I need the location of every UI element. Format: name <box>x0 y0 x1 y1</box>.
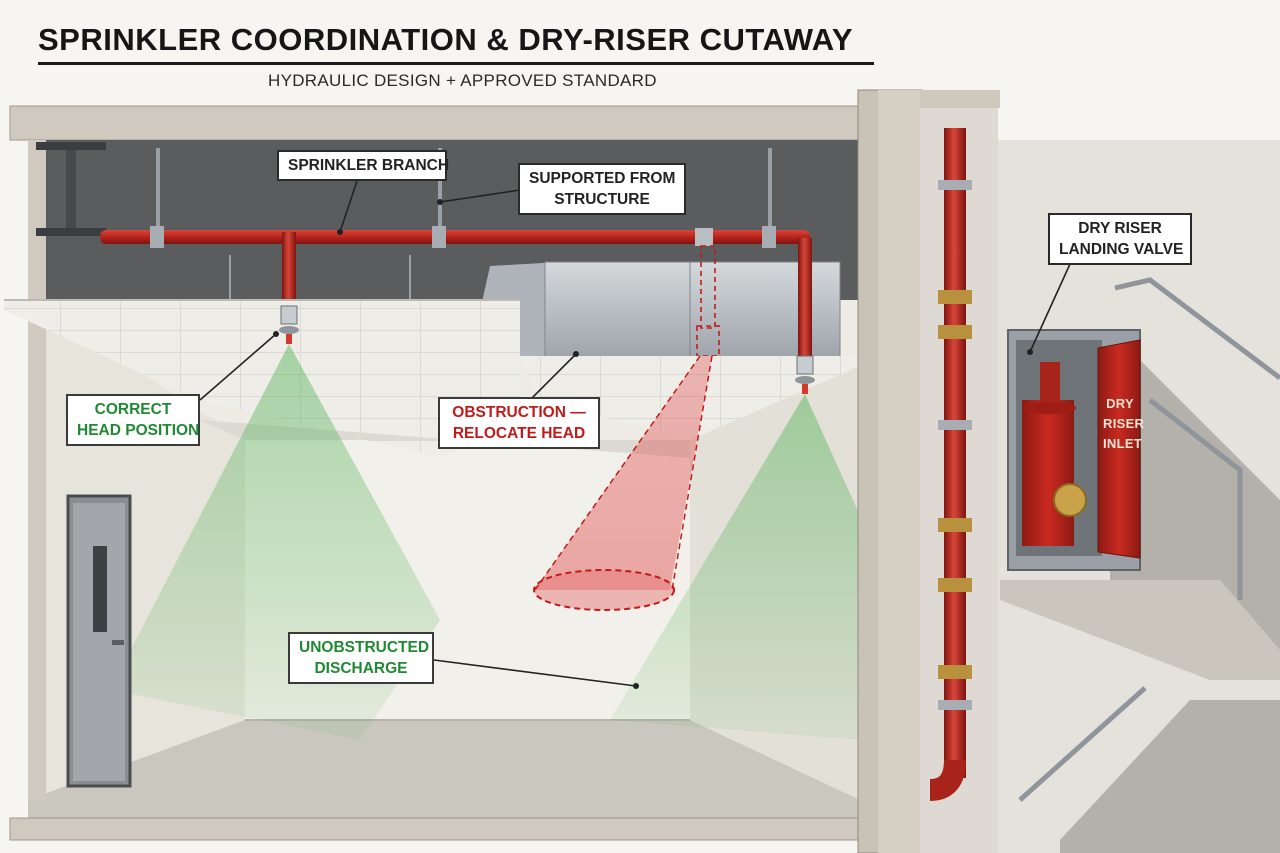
leader-dot-unobstructed <box>633 683 639 689</box>
callout-supported-from-structure: SUPPORTED FROM STRUCTURE <box>518 163 686 215</box>
callout-obstruction-line1: OBSTRUCTION — <box>452 404 586 421</box>
sprinkler-branch-pipe <box>100 226 812 356</box>
inlet-line2: RISER <box>1103 416 1145 431</box>
inlet-line1: DRY <box>1106 396 1134 411</box>
dry-riser-pipe <box>929 128 972 801</box>
door <box>66 494 132 788</box>
title-underline <box>38 62 874 65</box>
callout-correct-head-position: CORRECT HEAD POSITION <box>66 394 200 446</box>
leader-dot-correct <box>273 331 279 337</box>
callout-supported-line1: SUPPORTED FROM <box>529 170 676 187</box>
leader-dot-branch <box>337 229 343 235</box>
page-title: SPRINKLER COORDINATION & DRY-RISER CUTAW… <box>38 22 853 57</box>
callout-unobstructed-line2: DISCHARGE <box>314 660 408 677</box>
callout-obstruction-relocate: OBSTRUCTION — RELOCATE HEAD <box>438 397 600 449</box>
callout-landing-line2: LANDING VALVE <box>1059 241 1184 258</box>
leader-dot-obstruction <box>573 351 579 357</box>
callout-correct-line1: CORRECT <box>94 401 172 418</box>
landing-valve-cabinet <box>1007 329 1141 571</box>
dry-riser-inlet-label: DRY RISER INLET <box>1103 394 1145 454</box>
callout-landing-line1: DRY RISER <box>1078 220 1162 237</box>
callout-dry-riser-landing-valve: DRY RISER LANDING VALVE <box>1048 213 1192 265</box>
sprinkler-head-correct <box>279 305 299 344</box>
spray-cone-right <box>610 394 880 740</box>
sprinkler-head-correct-right <box>795 355 815 394</box>
leader-dot-support <box>437 199 443 205</box>
callout-supported-line2: STRUCTURE <box>554 191 650 208</box>
callout-correct-line2: HEAD POSITION <box>77 422 200 439</box>
callout-unobstructed-line1: UNOBSTRUCTED <box>299 639 430 656</box>
callout-sprinkler-branch: SPRINKLER BRANCH <box>277 150 450 181</box>
duct <box>470 261 841 359</box>
callout-sprinkler-branch-text: SPRINKLER BRANCH <box>288 157 450 174</box>
callout-obstruction-line2: RELOCATE HEAD <box>452 425 586 442</box>
leader-lines <box>199 180 1071 687</box>
steel-beam <box>36 142 106 236</box>
callout-unobstructed-discharge: UNOBSTRUCTED DISCHARGE <box>288 632 434 684</box>
riser-shaft <box>857 89 1000 853</box>
inlet-line3: INLET <box>1103 436 1143 451</box>
page-subtitle: HYDRAULIC DESIGN + APPROVED STANDARD <box>268 71 657 90</box>
spray-cone-obstructed <box>533 355 713 611</box>
leader-dot-landing <box>1027 349 1033 355</box>
